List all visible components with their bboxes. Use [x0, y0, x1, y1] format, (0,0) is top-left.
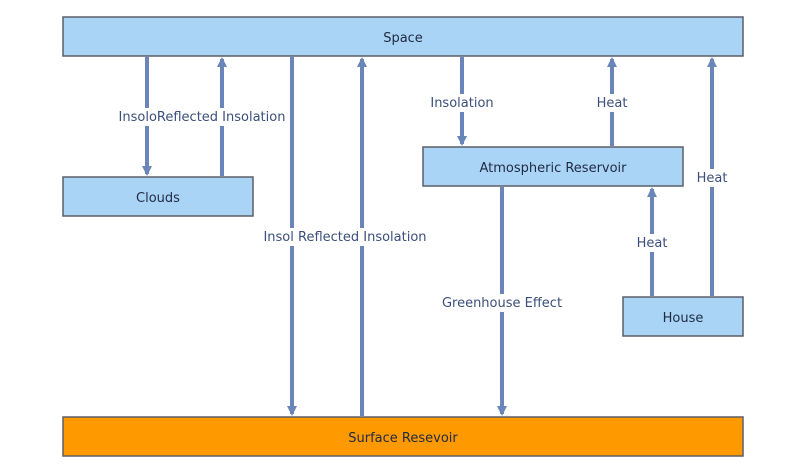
space-label: Space — [383, 31, 423, 46]
atmospheric-heat-label: Heat — [597, 96, 628, 111]
clouds-label: Clouds — [136, 191, 180, 206]
house-atmospheric-heat-label: Heat — [637, 236, 668, 251]
space-node: Space — [62, 16, 744, 57]
atmospheric-reservoir-label: Atmospheric Reservoir — [479, 161, 627, 176]
greenhouse-effect-label: Greenhouse Effect — [442, 296, 562, 311]
atmospheric-reservoir-node: Atmospheric Reservoir — [422, 146, 684, 187]
clouds-reflection-label: InsoloReflected Insolation — [119, 110, 286, 125]
surface-reservoir-node: Surface Resevoir — [62, 416, 744, 457]
edge-space-to-atmospheric: Insolation — [428, 57, 498, 146]
insolation-label: Insolation — [430, 96, 493, 111]
house-node: House — [622, 296, 744, 337]
surface-reflection-label: Insol Reflected Insolation — [263, 230, 426, 245]
clouds-node: Clouds — [62, 176, 254, 217]
edge-atmospheric-to-surface: Greenhouse Effect — [438, 187, 566, 416]
edge-house-to-space: Heat — [692, 57, 732, 296]
house-space-heat-label: Heat — [697, 171, 728, 186]
house-label: House — [663, 311, 704, 326]
edge-house-to-atmospheric: Heat — [632, 187, 672, 296]
edge-surface-to-space: Insol Reflected Insolation — [258, 57, 432, 416]
surface-reservoir-label: Surface Resevoir — [348, 431, 458, 446]
edge-atmospheric-to-space: Heat — [592, 57, 632, 146]
edge-clouds-to-space: InsoloReflected Insolation — [113, 57, 291, 176]
